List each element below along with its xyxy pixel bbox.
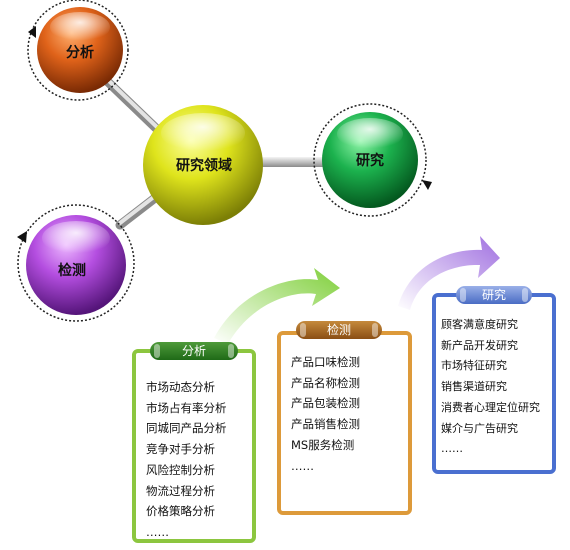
- card-detection-list: 产品口味检测 产品名称检测 产品包装检测 产品销售检测 MS服务检测 ……: [291, 352, 360, 476]
- orbit-arrow-icon: [422, 180, 432, 190]
- card-detection-title: 检测: [296, 321, 382, 339]
- orbit-ring-research: [313, 103, 432, 217]
- list-item: 市场特征研究: [441, 359, 507, 373]
- card-detection: 产品口味检测 产品名称检测 产品包装检测 产品销售检测 MS服务检测 ……: [277, 331, 412, 515]
- list-item: 新产品开发研究: [441, 338, 518, 352]
- list-item: 产品口味检测: [291, 355, 360, 369]
- list-item: 风险控制分析: [146, 462, 215, 477]
- list-item: MS服务检测: [291, 437, 355, 452]
- orbit-arrow-icon: [17, 231, 27, 243]
- card-research-list: 顾客满意度研究 新产品开发研究 市场特征研究 销售渠道研究 消费者心理定位研究 …: [441, 315, 540, 460]
- sphere-detection[interactable]: 检测: [26, 215, 126, 315]
- connector-center-research: [262, 157, 324, 167]
- card-research: 顾客满意度研究 新产品开发研究 市场特征研究 销售渠道研究 消费者心理定位研究 …: [432, 293, 556, 474]
- flow-arrow-detection-to-research: [398, 236, 500, 310]
- list-item: 产品销售检测: [291, 417, 360, 432]
- list-item: 竞争对手分析: [146, 442, 215, 457]
- sphere-research[interactable]: 研究: [322, 112, 418, 208]
- list-item: ……: [146, 524, 169, 539]
- sphere-label-detection: 检测: [58, 262, 86, 279]
- list-item: 市场占有率分析: [146, 400, 227, 415]
- list-item: 物流过程分析: [146, 483, 215, 498]
- card-research-title: 研究: [456, 286, 532, 304]
- sphere-center[interactable]: 研究领域: [143, 105, 263, 225]
- sphere-label-research: 研究: [356, 152, 384, 169]
- flow-arrow-analysis-to-detection: [214, 268, 340, 344]
- orbit-arrow-icon: [28, 26, 36, 38]
- list-item: 顾客满意度研究: [441, 318, 518, 331]
- card-analysis: 市场动态分析 市场占有率分析 同城同产品分析 竞争对手分析 风险控制分析 物流过…: [132, 349, 256, 543]
- list-item: ……: [291, 458, 314, 473]
- card-analysis-list: 市场动态分析 市场占有率分析 同城同产品分析 竞争对手分析 风险控制分析 物流过…: [146, 377, 227, 543]
- list-item: 销售渠道研究: [441, 380, 507, 394]
- card-analysis-title: 分析: [150, 342, 238, 360]
- sphere-analysis[interactable]: 分析: [37, 7, 123, 93]
- sphere-label-analysis: 分析: [66, 44, 94, 61]
- orbit-ring-analysis: [27, 0, 129, 101]
- list-item: 产品包装检测: [291, 396, 360, 411]
- list-item: 市场动态分析: [146, 380, 215, 394]
- connector-center-analysis: [103, 77, 165, 137]
- list-item: 价格策略分析: [146, 504, 215, 519]
- list-item: 媒介与广告研究: [441, 421, 518, 435]
- list-item: 同城同产品分析: [146, 421, 227, 436]
- sphere-label-center: 研究领域: [176, 157, 232, 174]
- list-item: 消费者心理定位研究: [441, 400, 540, 414]
- list-item: ……: [441, 442, 463, 456]
- orbit-ring-detection: [17, 204, 135, 322]
- list-item: 产品名称检测: [291, 375, 360, 390]
